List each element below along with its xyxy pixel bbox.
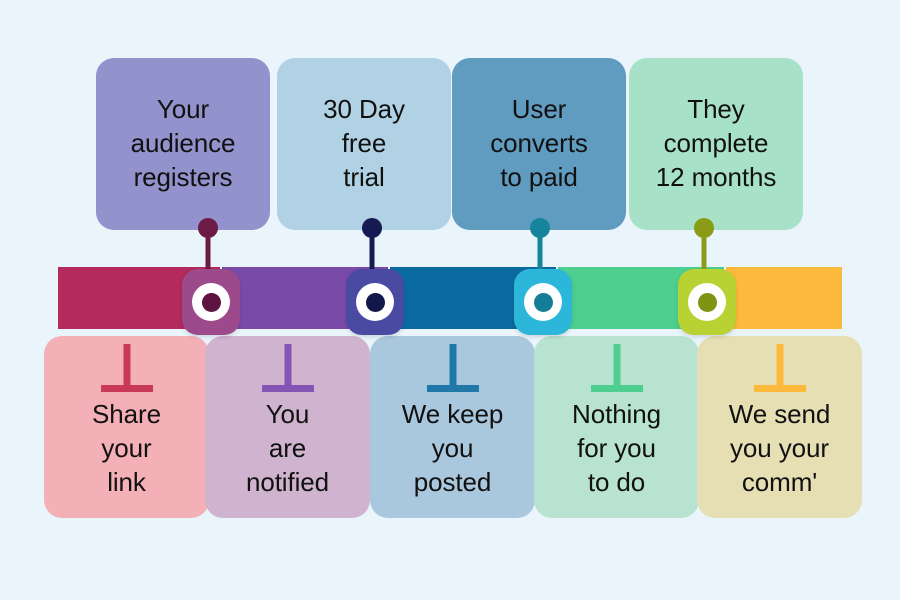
timeline-segment-5[interactable] (726, 267, 842, 329)
top-card-complete-12-months[interactable]: They complete 12 months (629, 58, 803, 230)
bottom-card-you-are-notified[interactable]: You are notified (205, 336, 370, 518)
bottom-card-label: We keep you posted (401, 399, 504, 497)
pin-head-icon (694, 218, 714, 238)
top-card-converts-to-paid[interactable]: User converts to paid (452, 58, 626, 230)
top-card-label: User converts to paid (490, 94, 588, 192)
bottom-card-we-keep-you-posted[interactable]: We keep you posted (370, 336, 535, 518)
timeline-marker-1[interactable] (182, 269, 240, 335)
tee-connector-icon (753, 344, 806, 392)
tee-base-icon (753, 385, 806, 392)
top-card-audience-registers[interactable]: Your audience registers (96, 58, 270, 230)
bottom-card-label: Nothing for you to do (572, 399, 661, 497)
pin-head-icon (198, 218, 218, 238)
bottom-card-label: We send you your comm' (728, 399, 831, 497)
pin-head-icon (530, 218, 550, 238)
tee-stem-icon (449, 344, 456, 386)
timeline-marker-2[interactable] (346, 269, 404, 335)
top-card-label: They complete 12 months (655, 94, 777, 192)
tee-base-icon (100, 385, 153, 392)
marker-ring-icon (356, 283, 394, 321)
marker-dot-icon (365, 292, 385, 312)
bottom-card-label: You are notified (245, 399, 330, 497)
tee-base-icon (261, 385, 314, 392)
top-card-label: Your audience registers (130, 94, 236, 192)
tee-stem-icon (776, 344, 783, 386)
bottom-card-label: Share your link (92, 399, 161, 497)
marker-dot-icon (201, 292, 221, 312)
tee-connector-icon (590, 344, 643, 392)
marker-dot-icon (533, 292, 553, 312)
tee-connector-icon (100, 344, 153, 392)
tee-connector-icon (426, 344, 479, 392)
timeline-marker-3[interactable] (514, 269, 572, 335)
bottom-card-share-your-link[interactable]: Share your link (44, 336, 209, 518)
tee-base-icon (426, 385, 479, 392)
tee-stem-icon (284, 344, 291, 386)
pin-head-icon (362, 218, 382, 238)
tee-base-icon (590, 385, 643, 392)
tee-stem-icon (123, 344, 130, 386)
bottom-card-nothing-for-you-to-do[interactable]: Nothing for you to do (534, 336, 699, 518)
timeline-marker-4[interactable] (678, 269, 736, 335)
bottom-card-we-send-your-comm[interactable]: We send you your comm' (697, 336, 862, 518)
top-card-label: 30 Day free trial (323, 94, 405, 192)
top-card-free-trial[interactable]: 30 Day free trial (277, 58, 451, 230)
tee-connector-icon (261, 344, 314, 392)
tee-stem-icon (613, 344, 620, 386)
marker-dot-icon (697, 292, 717, 312)
marker-ring-icon (524, 283, 562, 321)
marker-ring-icon (192, 283, 230, 321)
marker-ring-icon (688, 283, 726, 321)
